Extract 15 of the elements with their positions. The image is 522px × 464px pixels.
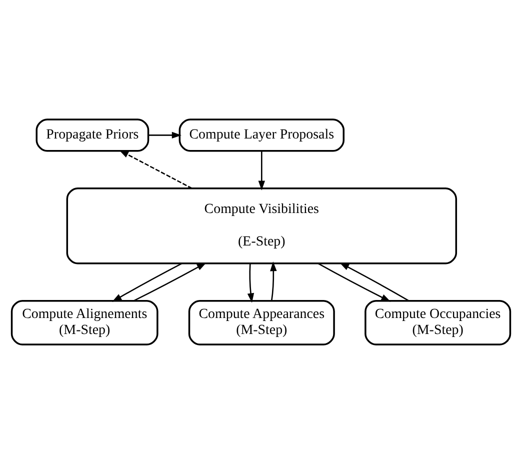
node-box: Compute Visibilities (E-Step) — [66, 188, 458, 264]
node-box: Compute Occupancies (M-Step) — [364, 300, 512, 346]
node-box: Compute Alignements (M-Step) — [10, 300, 158, 346]
node-box: Propagate Priors — [36, 118, 150, 152]
arrow — [112, 262, 182, 302]
arrow — [270, 262, 277, 301]
arrow — [148, 132, 182, 139]
arrow — [258, 151, 266, 190]
arrow — [119, 150, 192, 189]
arrow — [318, 262, 391, 302]
arrow — [133, 262, 206, 302]
arrow — [340, 262, 410, 302]
node-box: Compute Layer Proposals — [178, 118, 345, 152]
arrow — [247, 264, 254, 303]
node-box: Compute Appearances (M-Step) — [188, 300, 335, 346]
